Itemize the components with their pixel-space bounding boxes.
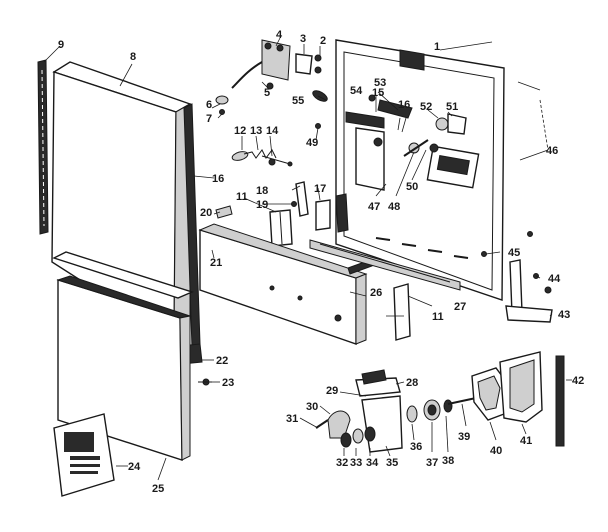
- callout-12: 12: [234, 125, 246, 137]
- callout-7: 7: [206, 113, 212, 125]
- callout-37: 37: [426, 457, 438, 469]
- latch-assembly: [345, 94, 467, 191]
- callout-20: 20: [200, 207, 212, 219]
- callout-24: 24: [128, 461, 141, 473]
- callout-2: 2: [320, 35, 326, 47]
- callout-39: 39: [458, 431, 470, 443]
- callout-32: 32: [336, 457, 348, 469]
- callout-28: 28: [406, 377, 418, 389]
- callout-19: 19: [256, 199, 268, 211]
- part-1-inner-door-liner: [335, 39, 505, 301]
- part-9-side-strip: [37, 59, 49, 235]
- part-27-rail: [309, 239, 461, 291]
- callout-47: 47: [368, 201, 380, 213]
- callout-34: 34: [366, 457, 379, 469]
- hinge-hardware: [215, 39, 328, 115]
- part-23-screw: [198, 378, 212, 386]
- callout-50: 50: [406, 181, 418, 193]
- callout-43: 43: [558, 309, 570, 321]
- callout-4: 4: [276, 29, 283, 41]
- callout-35: 35: [386, 457, 398, 469]
- callout-53: 53: [374, 77, 386, 89]
- callout-30: 30: [306, 401, 318, 413]
- callout-22: 22: [216, 355, 228, 367]
- part-24-instruction-booklet: [53, 413, 115, 497]
- callout-15: 15: [372, 87, 384, 99]
- leader-lines: [43, 37, 572, 481]
- callout-18: 18: [256, 185, 268, 197]
- part-25-kick-panel: [52, 251, 195, 461]
- callout-13: 13: [250, 125, 262, 137]
- callout-41: 41: [520, 435, 532, 447]
- callout-44: 44: [548, 273, 561, 285]
- callout-55: 55: [292, 95, 304, 107]
- callout-40: 40: [490, 445, 502, 457]
- callout-51: 51: [446, 101, 458, 113]
- callout-labels: 1 2 3 4 5 6 7 8 9 11 11 12 13 14 15 16 1…: [58, 29, 584, 495]
- callout-48: 48: [388, 201, 400, 213]
- callout-42: 42: [572, 375, 584, 387]
- callout-26: 26: [370, 287, 382, 299]
- callout-46: 46: [546, 145, 558, 157]
- callout-17: 17: [314, 183, 326, 195]
- callout-9: 9: [58, 39, 64, 51]
- callout-16-left: 16: [212, 173, 224, 185]
- callout-52: 52: [420, 101, 432, 113]
- callout-16-right: 16: [398, 99, 410, 111]
- callout-11-lower: 11: [432, 311, 444, 323]
- callout-6: 6: [206, 99, 212, 111]
- spring-link: [231, 149, 293, 167]
- callout-1: 1: [434, 41, 440, 53]
- callout-38: 38: [442, 455, 454, 467]
- callout-21: 21: [210, 257, 222, 269]
- callout-45: 45: [508, 247, 520, 259]
- callout-8: 8: [130, 51, 136, 63]
- callout-14: 14: [266, 125, 279, 137]
- callout-23: 23: [222, 377, 234, 389]
- callout-33: 33: [350, 457, 362, 469]
- callout-54: 54: [350, 85, 363, 97]
- part-11-bracket: [393, 283, 411, 341]
- callout-29: 29: [326, 385, 338, 397]
- callout-27: 27: [454, 301, 466, 313]
- callout-3: 3: [300, 33, 306, 45]
- lower-latch-cluster: [315, 351, 565, 453]
- callout-31: 31: [286, 413, 298, 425]
- callout-36: 36: [410, 441, 422, 453]
- callout-5: 5: [264, 87, 270, 99]
- right-side-brackets: [481, 231, 553, 323]
- callout-49: 49: [306, 137, 318, 149]
- part-49-screw: [315, 123, 321, 129]
- callout-11-upper: 11: [236, 191, 248, 203]
- part-26-trim-rail: [198, 223, 373, 345]
- callout-25: 25: [152, 483, 164, 495]
